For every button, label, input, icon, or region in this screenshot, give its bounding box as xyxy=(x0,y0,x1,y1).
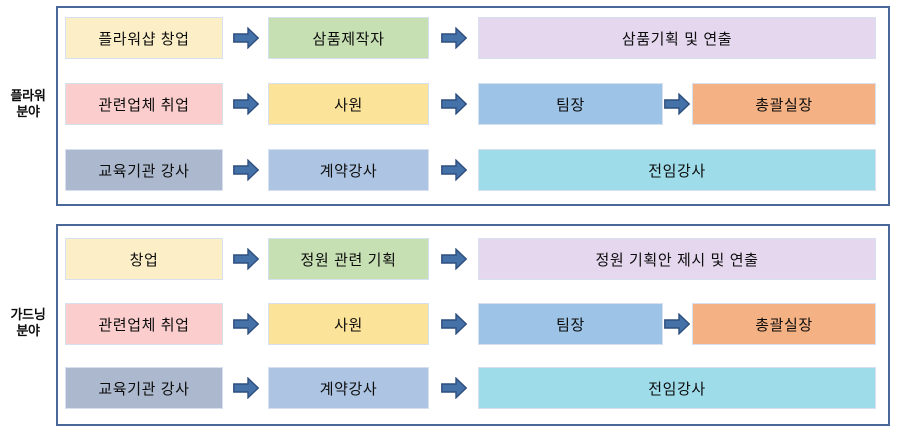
stage-box-garden-r3-c2[interactable]: 계약강사 xyxy=(268,367,429,409)
stage-box-garden-r2-c3[interactable]: 팀장 xyxy=(478,303,663,345)
stage-box-flower-r3-c2[interactable]: 계약강사 xyxy=(268,149,429,191)
stage-box-garden-r1-c3[interactable]: 정원 기획안 제시 및 연출 xyxy=(478,238,876,280)
stage-box-flower-r2-c3[interactable]: 팀장 xyxy=(478,83,663,125)
stage-box-garden-r2-c4[interactable]: 총괄실장 xyxy=(692,303,876,345)
category-label-garden-line2: 분야 xyxy=(16,323,40,339)
stage-box-garden-r3-c1[interactable]: 교육기관 강사 xyxy=(65,367,223,409)
stage-box-flower-r3-c1[interactable]: 교육기관 강사 xyxy=(65,149,223,191)
stage-box-garden-r1-c1[interactable]: 창업 xyxy=(65,238,223,280)
category-label-flower: 플라워 분야 xyxy=(0,88,56,121)
category-label-garden-line1: 가드닝 xyxy=(10,307,46,322)
stage-box-garden-r1-c2[interactable]: 정원 관련 기획 xyxy=(268,238,429,280)
stage-box-flower-r2-c1[interactable]: 관련업체 취업 xyxy=(65,83,223,125)
stage-box-garden-r2-c2[interactable]: 사원 xyxy=(268,303,429,345)
stage-box-garden-r3-c3[interactable]: 전임강사 xyxy=(478,367,876,409)
stage-box-flower-r2-c2[interactable]: 사원 xyxy=(268,83,429,125)
stage-box-flower-r1-c2[interactable]: 삼품제작자 xyxy=(268,17,429,59)
stage-box-garden-r2-c1[interactable]: 관련업체 취업 xyxy=(65,303,223,345)
category-label-flower-line1: 플라워 xyxy=(10,88,46,103)
category-label-flower-line2: 분야 xyxy=(16,104,40,120)
stage-box-flower-r3-c3[interactable]: 전임강사 xyxy=(478,149,876,191)
stage-box-flower-r1-c1[interactable]: 플라워샵 창업 xyxy=(65,17,223,59)
stage-box-flower-r1-c3[interactable]: 삼품기획 및 연출 xyxy=(478,17,876,59)
stage-box-flower-r2-c4[interactable]: 총괄실장 xyxy=(692,83,876,125)
category-label-garden: 가드닝 분야 xyxy=(0,307,56,340)
